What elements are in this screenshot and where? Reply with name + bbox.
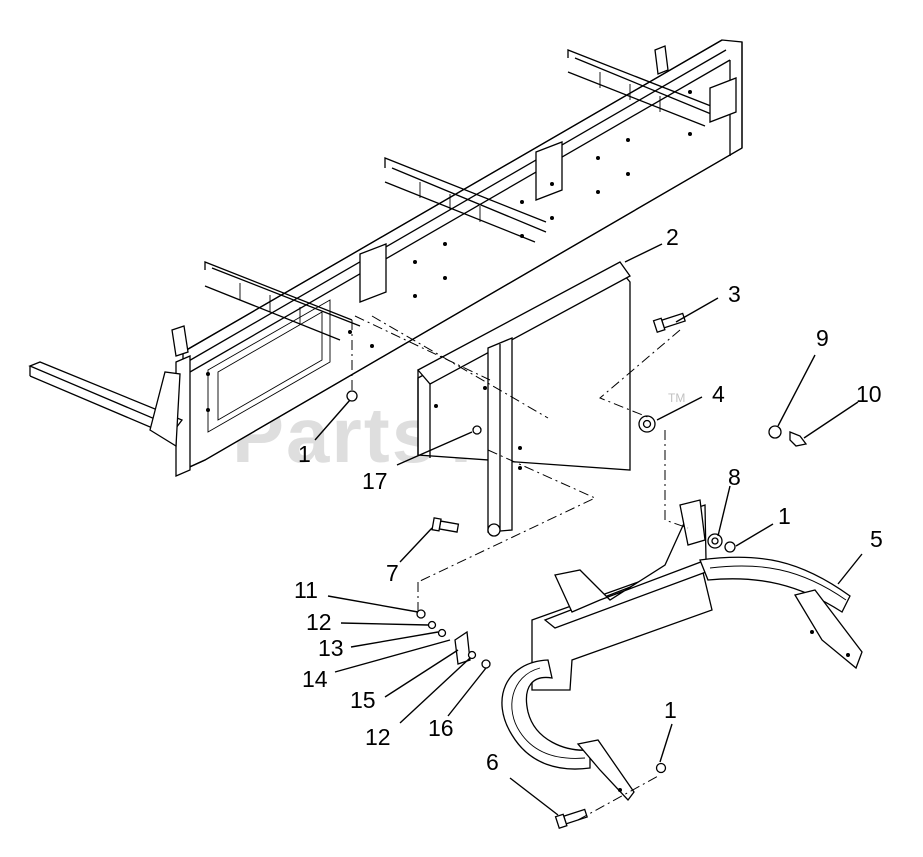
part-5-bumper [501, 499, 863, 802]
callout-12-bottom-part: 12 [365, 724, 391, 750]
callout-3-bolt: 3 [728, 281, 741, 307]
callout-13-part: 13 [318, 635, 344, 661]
leader-lines [314, 243, 863, 816]
callout-4-nut: 4 [712, 381, 725, 407]
center-lines [351, 315, 689, 821]
callout-1-bottom-nut: 1 [664, 697, 677, 723]
callout-10-wing: 10 [856, 381, 882, 407]
callout-17-bolt: 17 [362, 468, 388, 494]
callout-14-part: 14 [302, 666, 328, 692]
callout-8-washer: 8 [728, 464, 741, 490]
hardware [346, 312, 808, 829]
callout-7-bolt: 7 [386, 560, 399, 586]
watermark-trademark: TM [668, 391, 685, 405]
part-2-bracket [416, 261, 631, 537]
callout-11-part: 11 [294, 577, 318, 603]
callout-9-washer: 9 [816, 325, 829, 351]
callout-1-right-nut: 1 [778, 503, 791, 529]
callout-6-bolt: 6 [486, 749, 499, 775]
callout-2-bracket: 2 [666, 224, 679, 250]
callout-15-part: 15 [350, 687, 376, 713]
callout-5-bumper: 5 [870, 526, 883, 552]
callout-12-top-part: 12 [306, 609, 332, 635]
callout-16-part: 16 [428, 715, 454, 741]
mower-frame [28, 39, 743, 477]
callout-1-left-nut: 1 [298, 441, 311, 467]
callouts: 1 2 3 4 5 6 7 8 1 9 10 11 12 13 14 15 12… [294, 224, 883, 775]
